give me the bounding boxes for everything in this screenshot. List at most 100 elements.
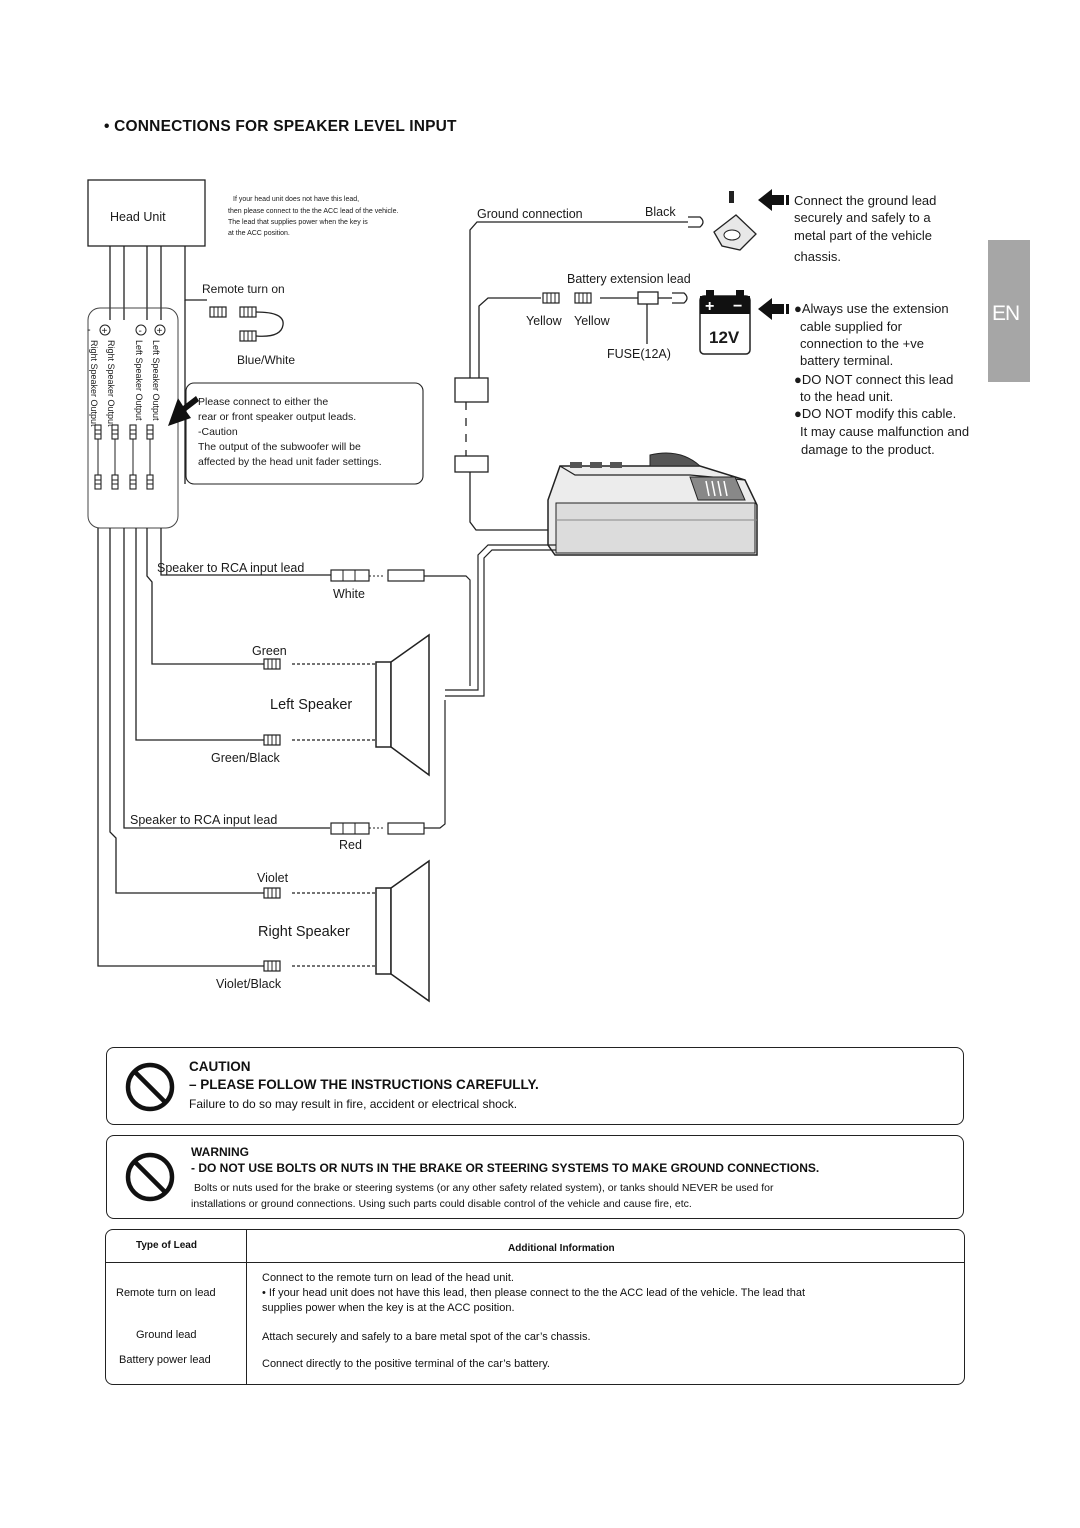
speaker-outputs-box: - + - + Right Speaker Output Right Speak… xyxy=(87,307,179,529)
rca-lead-label-1: Speaker to RCA input lead xyxy=(157,561,304,575)
svg-text:The output of the subwoofer wi: The output of the subwoofer will be xyxy=(198,441,361,453)
page-title: • CONNECTIONS FOR SPEAKER LEVEL INPUT xyxy=(104,118,457,135)
amp-rca-cable xyxy=(424,544,556,829)
table-header-info: Additional Information xyxy=(508,1243,615,1254)
ground-connection-label: Ground connection xyxy=(477,207,583,221)
table-row-type: Battery power lead xyxy=(119,1354,211,1366)
svg-text:cable supplied for: cable supplied for xyxy=(800,319,903,334)
battery-extension-lead-label: Battery extension lead xyxy=(567,272,691,286)
caution-box: CAUTION – PLEASE FOLLOW THE INSTRUCTIONS… xyxy=(106,1047,964,1125)
language-tab-label: EN xyxy=(992,302,1020,325)
warning-text: Bolts or nuts used for the brake or stee… xyxy=(191,1182,774,1210)
battery-wire xyxy=(478,292,688,378)
wiring-diagram: Head Unit If your head unit does not hav… xyxy=(87,179,969,1003)
svg-text:The lead that supplies power w: The lead that supplies power when the ke… xyxy=(228,219,368,226)
lead-table: Type of Lead Additional Information Remo… xyxy=(105,1229,965,1385)
left-speaker-output-label-2: Left Speaker Output xyxy=(151,340,161,421)
svg-text:to the head unit.: to the head unit. xyxy=(800,389,893,404)
violet-label: Violet xyxy=(257,871,289,885)
ground-arrow-icon xyxy=(758,189,789,211)
caution-subheading: – PLEASE FOLLOW THE INSTRUCTIONS CAREFUL… xyxy=(189,1077,539,1092)
head-unit-box: Head Unit xyxy=(87,179,206,247)
prohibition-icon xyxy=(125,1152,175,1202)
svg-text:-: - xyxy=(87,324,91,336)
left-speaker-wires xyxy=(135,528,377,741)
left-speaker-icon xyxy=(375,633,430,777)
violet-black-connector xyxy=(263,960,281,972)
svg-text:battery terminal.: battery terminal. xyxy=(800,353,893,368)
amplifier-unit xyxy=(547,452,758,556)
table-row-info: Connect to the remote turn on lead of th… xyxy=(262,1272,806,1314)
svg-text:●Always use the extension: ●Always use the extension xyxy=(794,301,949,316)
svg-text:rear or front speaker output l: rear or front speaker output leads. xyxy=(198,411,356,423)
fuse-label: FUSE(12A) xyxy=(607,347,671,361)
ground-wire xyxy=(469,216,704,378)
right-speaker-output-label: Right Speaker Output xyxy=(89,340,99,427)
green-label: Green xyxy=(252,644,287,658)
violet-black-label: Violet/Black xyxy=(216,977,282,991)
remote-connector xyxy=(209,306,284,342)
battery-icon: + − 12V xyxy=(699,290,751,355)
right-speaker-output-label-2: Right Speaker Output xyxy=(106,340,116,427)
head-unit-note: If your head unit does not have this lea… xyxy=(228,196,399,237)
svg-text:If your head unit does not hav: If your head unit does not have this lea… xyxy=(233,196,359,203)
language-tab: EN xyxy=(988,240,1030,382)
pointer-arrow-icon xyxy=(168,396,199,426)
svg-text:metal part of the vehicle: metal part of the vehicle xyxy=(794,228,932,243)
red-label: Red xyxy=(339,838,362,852)
caution-heading: CAUTION xyxy=(189,1059,251,1074)
svg-text:securely and safely to a: securely and safely to a xyxy=(794,210,931,225)
prohibition-icon xyxy=(125,1062,175,1112)
table-row-type: Ground lead xyxy=(136,1329,197,1341)
warning-box: WARNING - DO NOT USE BOLTS OR NUTS IN TH… xyxy=(106,1135,964,1219)
svg-text:+: + xyxy=(102,326,108,337)
violet-connector xyxy=(263,887,281,899)
blue-white-label: Blue/White xyxy=(237,353,295,367)
warning-heading: WARNING xyxy=(191,1145,249,1159)
right-speaker-icon xyxy=(375,859,430,1003)
svg-text:+: + xyxy=(705,298,714,315)
harness-connector xyxy=(454,377,560,531)
black-wire-label: Black xyxy=(645,205,676,219)
fuse-icon xyxy=(637,291,659,305)
table-row-type: Remote turn on lead xyxy=(116,1287,216,1299)
table-row-info: Connect directly to the positive termina… xyxy=(262,1358,550,1370)
svg-text:connection to the +ve: connection to the +ve xyxy=(800,336,924,351)
table-header-type: Type of Lead xyxy=(136,1240,197,1251)
white-label: White xyxy=(333,587,365,601)
svg-text:affected by the head unit fade: affected by the head unit fader settings… xyxy=(198,456,382,468)
svg-text:−: − xyxy=(733,298,742,315)
green-black-connector xyxy=(263,734,281,746)
yellow-label-1: Yellow xyxy=(526,314,563,328)
left-speaker-label: Left Speaker xyxy=(270,697,352,713)
green-connector xyxy=(263,658,281,670)
battery-notes: ●Always use the extension cable supplied… xyxy=(794,301,969,457)
svg-text:●DO NOT connect this lead: ●DO NOT connect this lead xyxy=(794,372,953,387)
battery-lead-connector xyxy=(542,292,592,304)
rca-plug-white xyxy=(330,569,425,582)
svg-text:Please connect to either the: Please connect to either the xyxy=(198,396,328,408)
ground-note: Connect the ground lead securely and saf… xyxy=(794,193,936,264)
right-speaker-label: Right Speaker xyxy=(258,924,350,940)
right-speaker-wires xyxy=(97,528,377,967)
left-speaker-output-label: Left Speaker Output xyxy=(134,340,144,421)
svg-text:chassis.: chassis. xyxy=(794,249,841,264)
battery-arrow-icon xyxy=(758,298,789,320)
speaker-note-box: Please connect to either the rear or fro… xyxy=(168,382,424,485)
battery-12v-label: 12V xyxy=(709,328,740,347)
table-row-info: Attach securely and safely to a bare met… xyxy=(262,1331,591,1343)
svg-text:-Caution: -Caution xyxy=(198,426,238,438)
warning-subheading: - DO NOT USE BOLTS OR NUTS IN THE BRAKE … xyxy=(191,1161,820,1175)
rca-lead-label-2: Speaker to RCA input lead xyxy=(130,813,277,827)
svg-text:Connect the ground lead: Connect the ground lead xyxy=(794,193,936,208)
rca-plug-red xyxy=(330,822,425,835)
svg-text:It may cause malfunction and: It may cause malfunction and xyxy=(800,424,969,439)
svg-text:damage to the product.: damage to the product. xyxy=(801,442,935,457)
svg-text:●DO NOT modify this cable.: ●DO NOT modify this cable. xyxy=(794,406,956,421)
svg-text:then please connect to the the: then please connect to the the ACC lead … xyxy=(228,208,399,215)
remote-turn-on-label: Remote turn on xyxy=(202,282,285,296)
svg-text:at the ACC position.: at the ACC position. xyxy=(228,230,290,237)
green-black-label: Green/Black xyxy=(211,751,281,765)
head-unit-label: Head Unit xyxy=(110,210,166,224)
svg-text:-: - xyxy=(139,326,142,337)
